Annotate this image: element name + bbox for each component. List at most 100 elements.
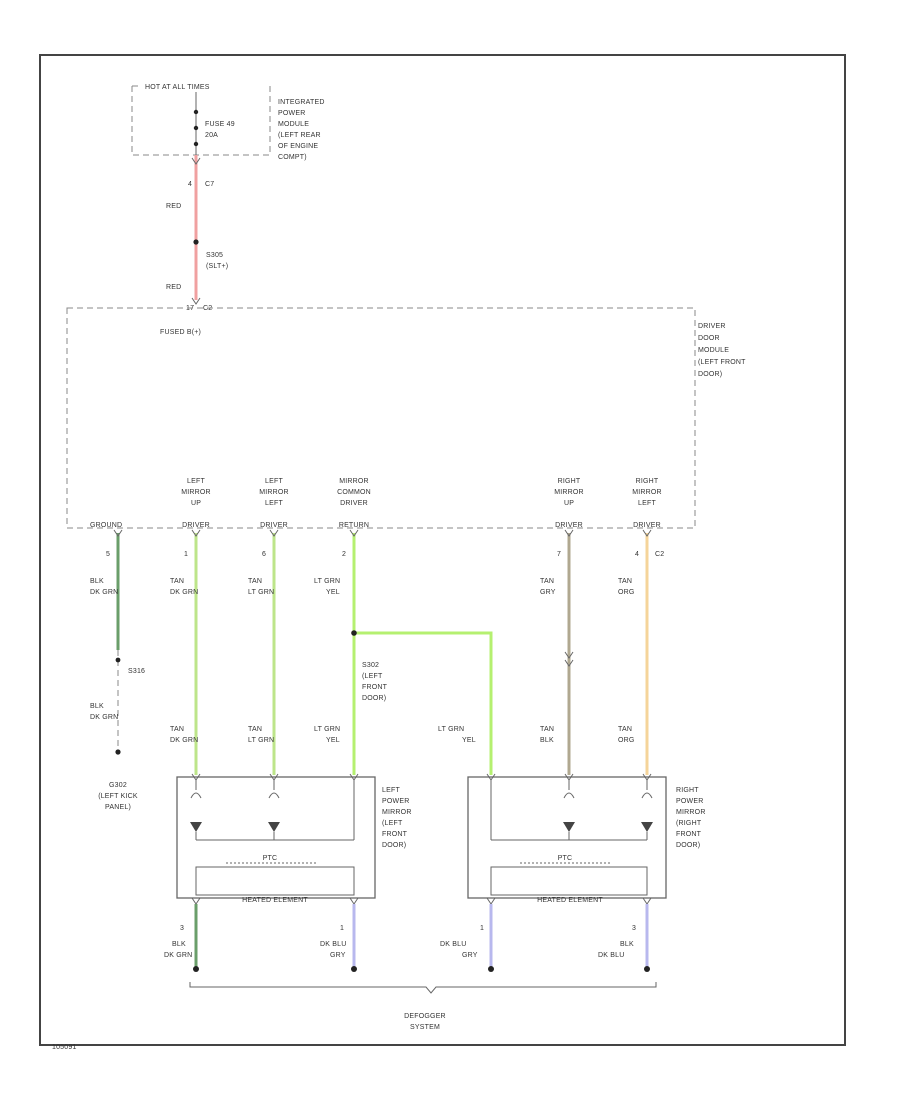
svg-text:COMMON: COMMON [337,489,371,496]
svg-text:G302: G302 [109,782,127,789]
svg-text:DK GRN: DK GRN [170,737,198,744]
right-mirror-ptc-label: PTC [558,855,573,862]
left-mirror-terminal-1 [193,966,199,972]
svg-text:BLK: BLK [172,941,186,948]
svg-text:TAN: TAN [248,578,262,585]
defogger-label-line-1: DEFOGGER [404,1013,446,1020]
right-heated-element-label: HEATED ELEMENT [537,897,603,904]
ground-g302 [115,749,121,755]
fuse-label: FUSE 49 [205,121,235,128]
ipdm-outline [131,86,271,156]
svg-text:MIRROR: MIRROR [554,489,584,496]
right-bottom-pin-1: 1 [480,925,484,932]
defogger-label-line-2: SYSTEM [410,1024,440,1031]
left-mirror-terminal-2 [351,966,357,972]
svg-text:MIRROR: MIRROR [676,809,706,816]
left-mirror-ptc-label: PTC [263,855,278,862]
svg-text:(LEFT REAR: (LEFT REAR [278,132,321,139]
svg-text:MIRROR: MIRROR [259,489,289,496]
svg-text:S302: S302 [362,662,379,669]
left-power-mirror: PTC HEATED ELEMENT LEFT POWER MIRROR (LE… [176,773,412,905]
svg-text:FRONT: FRONT [362,684,388,691]
svg-text:MIRROR: MIRROR [181,489,211,496]
connector-c7-symbol [191,157,201,165]
svg-text:DK GRN: DK GRN [170,589,198,596]
svg-text:POWER: POWER [676,798,703,805]
svg-text:MIRROR: MIRROR [632,489,662,496]
fuse-rating: 20A [205,132,218,139]
connector-ddm-symbol [191,297,201,305]
c7-pin: 4 [188,181,192,188]
splice-s305-name: S305 [206,252,223,259]
splice-s305-desc: (SLT+) [206,263,228,270]
svg-text:FRONT: FRONT [382,831,408,838]
svg-text:DK GRN: DK GRN [90,589,118,596]
svg-text:BLK: BLK [540,737,554,744]
splice-s316 [115,657,121,663]
svg-text:LEFT: LEFT [638,500,656,507]
svg-text:POWER: POWER [278,110,305,117]
svg-text:ORG: ORG [618,737,635,744]
ddm-c2-label: C2 [655,551,664,558]
svg-text:BLK: BLK [620,941,634,948]
ddm-connector-symbols [113,529,652,537]
ddm-pin-label-left-left: LEFT MIRROR LEFT DRIVER [259,478,289,529]
wire-color-red-2: RED [166,284,181,291]
svg-text:GRY: GRY [540,589,556,596]
ground-wire-color-2: DK GRN [90,714,118,721]
svg-text:MIRROR: MIRROR [339,478,369,485]
ddm-pin-label-right-left: RIGHT MIRROR LEFT DRIVER [632,478,662,529]
svg-text:DRIVER: DRIVER [633,522,661,529]
defogger-bracket [189,982,657,994]
pin-number-left-up: 1 [184,551,188,558]
inline-connector-right-up [564,651,574,667]
svg-text:COMPT): COMPT) [278,154,307,161]
svg-text:UP: UP [564,500,574,507]
svg-text:LEFT: LEFT [265,478,283,485]
svg-text:DRIVER: DRIVER [340,500,368,507]
svg-text:ORG: ORG [618,589,635,596]
pin-number-ground: 5 [106,551,110,558]
pin-number-right-left: 4 [635,551,639,558]
svg-text:DK BLU: DK BLU [320,941,347,948]
ipdm-label: INTEGRATED POWER MODULE (LEFT REAR OF EN… [278,99,324,161]
svg-text:LEFT: LEFT [187,478,205,485]
fuse-49-bottom-dot [193,125,199,131]
svg-text:DK BLU: DK BLU [598,952,625,959]
svg-text:DOOR: DOOR [698,335,720,342]
svg-text:MIRROR: MIRROR [382,809,412,816]
left-bottom-pin-1: 3 [180,925,184,932]
svg-text:DOOR): DOOR) [676,842,700,849]
svg-text:BLK: BLK [90,578,104,585]
fuse-49-top-dot [193,109,199,115]
svg-text:TAN: TAN [540,726,554,733]
wire-colors-bottom: TAN DK GRN TAN LT GRN LT GRN YEL LT GRN … [170,726,635,744]
svg-text:GRY: GRY [330,952,346,959]
svg-text:LT GRN: LT GRN [438,726,464,733]
right-bottom-pin-2: 3 [632,925,636,932]
wire-color-red-1: RED [166,203,181,210]
svg-text:(LEFT FRONT: (LEFT FRONT [698,359,746,366]
svg-text:TAN: TAN [170,726,184,733]
svg-text:LT GRN: LT GRN [248,737,274,744]
pin-number-right-up: 7 [557,551,561,558]
diagram-code: 105091 [52,1044,77,1051]
ddm-pin-label-common: MIRROR COMMON DRIVER RETURN [337,478,371,529]
c7-label: C7 [205,181,214,188]
svg-text:RIGHT: RIGHT [558,478,581,485]
svg-text:LT GRN: LT GRN [314,578,340,585]
ddm-pin-label-right-up: RIGHT MIRROR UP DRIVER [554,478,584,529]
svg-text:DOOR): DOOR) [382,842,406,849]
svg-text:FRONT: FRONT [676,831,702,838]
svg-text:DOOR): DOOR) [362,695,386,702]
svg-text:LT GRN: LT GRN [314,726,340,733]
fuse-49-terminal [193,141,199,147]
hot-at-all-times-label: HOT AT ALL TIMES [145,84,210,91]
svg-text:POWER: POWER [382,798,409,805]
left-mirror-outline [176,776,376,899]
svg-text:DRIVER: DRIVER [182,522,210,529]
svg-text:(LEFT: (LEFT [362,673,383,680]
pin-number-left-left: 6 [262,551,266,558]
svg-text:UP: UP [191,500,201,507]
